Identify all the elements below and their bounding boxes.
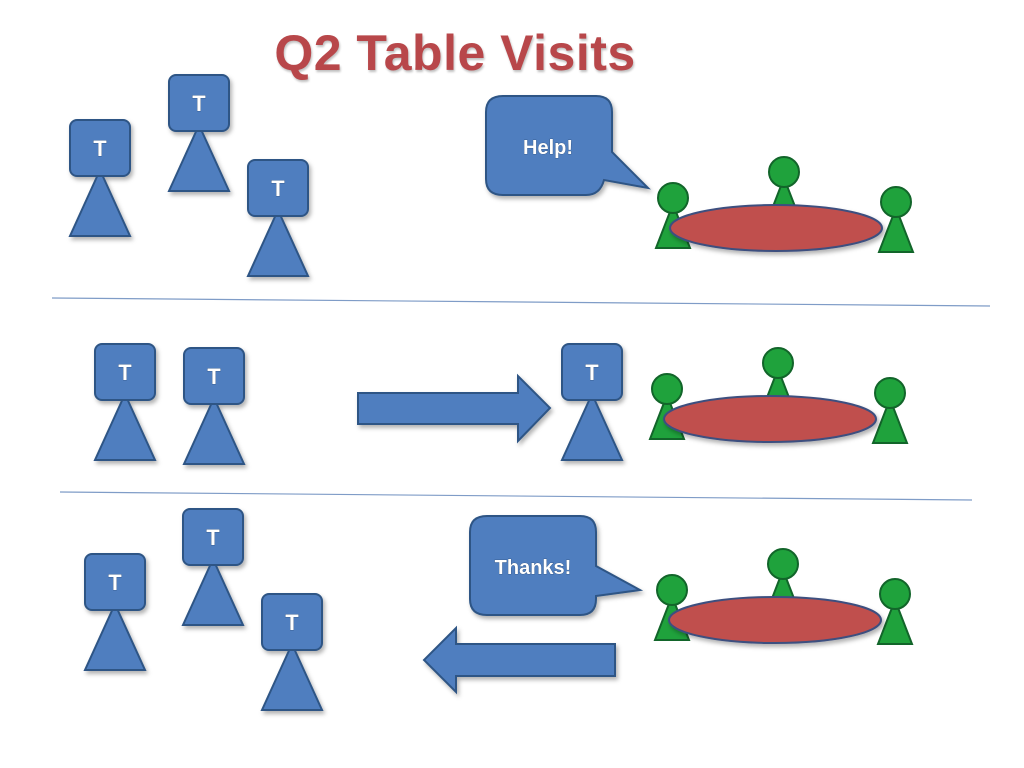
student-figure (876, 578, 914, 645)
teacher-label: T (585, 360, 599, 385)
student-body (871, 396, 909, 444)
teacher-figure: T (167, 74, 231, 192)
table-group-row-2 (648, 347, 909, 444)
teacher-head (261, 593, 323, 651)
table-group-row-3 (653, 548, 914, 645)
teacher-figure: T (93, 343, 157, 461)
table-group-row-1 (654, 156, 915, 253)
teacher-head (84, 553, 146, 611)
bubble-text-thanks: Thanks! (495, 557, 572, 579)
teacher-label: T (207, 364, 221, 389)
teacher-figure: T (181, 508, 245, 626)
teacher-group-row-3: T T T (83, 508, 324, 711)
divider-line-2 (59, 491, 973, 501)
teacher-body (181, 556, 245, 626)
teacher-head (94, 343, 156, 401)
bubble-text-help: Help! (523, 137, 573, 159)
student-head (656, 574, 688, 606)
student-head (879, 578, 911, 610)
student-head (874, 377, 906, 409)
teacher-label: T (271, 176, 285, 201)
arrow-right (357, 373, 552, 444)
teacher-body (560, 391, 624, 461)
teacher-head (182, 508, 244, 566)
teacher-body (182, 395, 246, 465)
teacher-group-row-1: T T T (68, 74, 310, 277)
slide-title: Q2 Table Visits (274, 25, 636, 81)
teacher-label: T (93, 136, 107, 161)
teacher-figure: T (246, 159, 310, 277)
teacher-figure: T (83, 553, 147, 671)
teacher-figure: T (560, 343, 624, 461)
arrow-left (422, 625, 616, 695)
teacher-head (69, 119, 131, 177)
teacher-figure: T (260, 593, 324, 711)
student-figure (871, 377, 909, 444)
teacher-body (260, 641, 324, 711)
teacher-body (83, 601, 147, 671)
teacher-body (68, 167, 132, 237)
teacher-label: T (192, 91, 206, 116)
teacher-figure: T (68, 119, 132, 237)
round-table (663, 395, 877, 443)
teacher-label: T (285, 610, 299, 635)
round-table (669, 204, 883, 252)
student-figure (877, 186, 915, 253)
teacher-label: T (118, 360, 132, 385)
student-head (762, 347, 794, 379)
teacher-label: T (206, 525, 220, 550)
student-head (651, 373, 683, 405)
teacher-head (183, 347, 245, 405)
speech-bubble-help: Help! (485, 95, 651, 196)
student-head (880, 186, 912, 218)
divider-line-1 (51, 297, 991, 307)
teacher-head (168, 74, 230, 132)
student-head (767, 548, 799, 580)
teacher-head (561, 343, 623, 401)
student-head (657, 182, 689, 214)
speech-bubble-thanks: Thanks! (469, 515, 644, 616)
student-head (768, 156, 800, 188)
student-body (876, 597, 914, 645)
teacher-body (167, 122, 231, 192)
teacher-head (247, 159, 309, 217)
round-table (668, 596, 882, 644)
teacher-body (246, 207, 310, 277)
teacher-body (93, 391, 157, 461)
teacher-figure: T (182, 347, 246, 465)
student-body (877, 205, 915, 253)
teacher-label: T (108, 570, 122, 595)
